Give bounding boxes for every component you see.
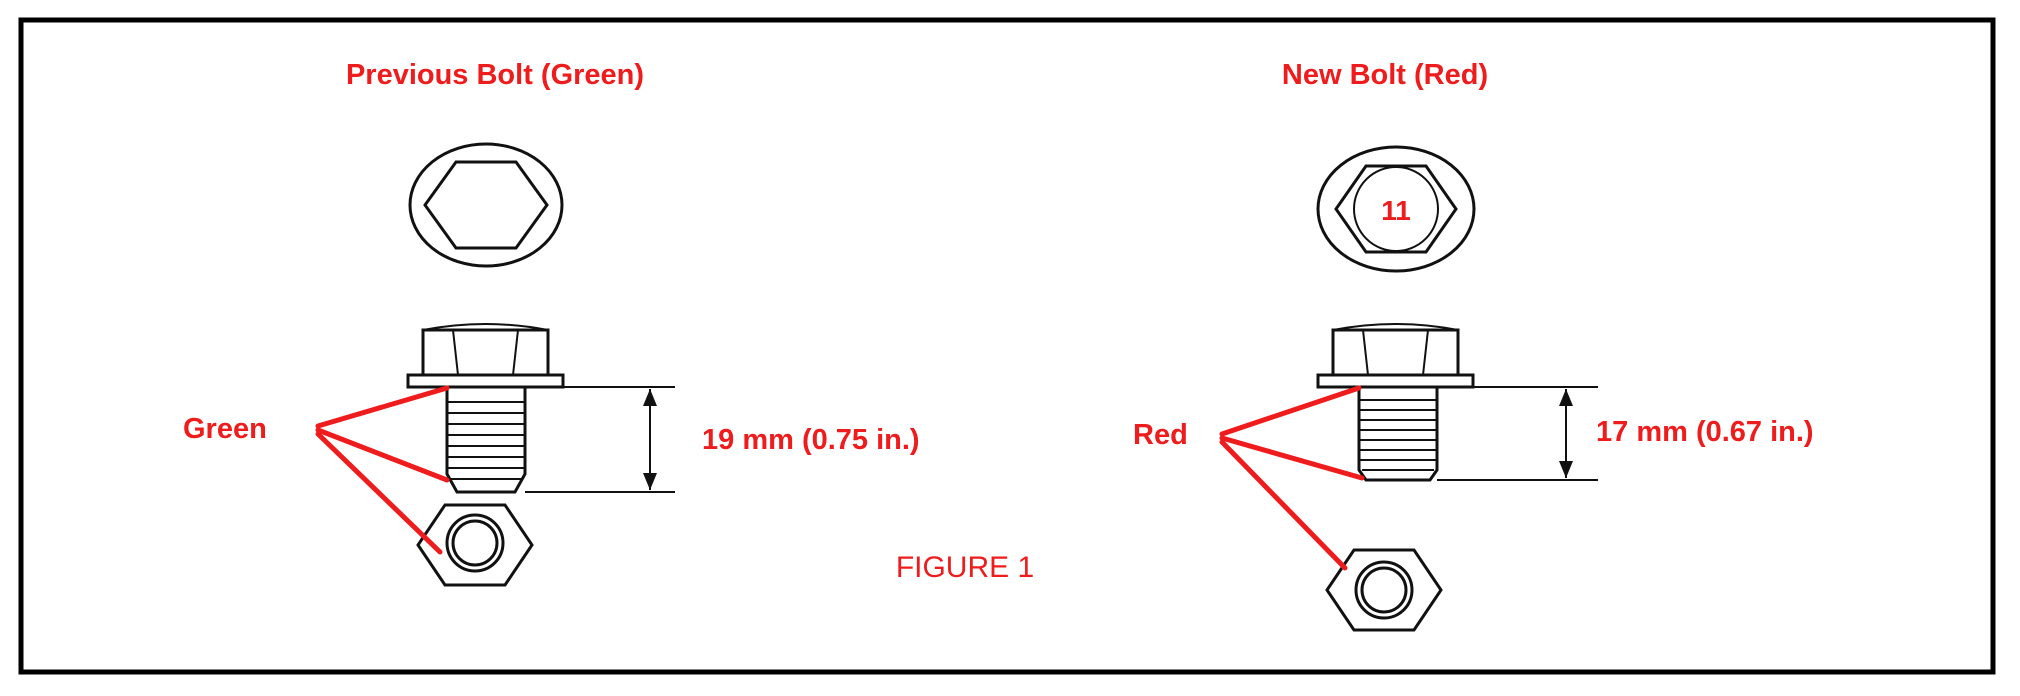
right-bolt-side-view	[1316, 323, 1475, 482]
figure-caption: FIGURE 1	[896, 551, 1034, 584]
right-bolt-threads	[1359, 399, 1437, 471]
left-bolt-threads	[447, 401, 525, 480]
left-callout-leaders	[315, 385, 450, 555]
right-title: New Bolt (Red)	[1282, 59, 1488, 91]
left-bolt-top-view	[408, 142, 564, 268]
right-nut	[1325, 548, 1443, 632]
left-nut	[416, 503, 534, 587]
right-callout-label: Red	[1133, 419, 1188, 451]
right-callout-leaders	[1219, 385, 1365, 571]
left-bolt-side-view	[406, 323, 565, 494]
right-bolt-top-view	[1316, 145, 1476, 273]
right-dimension-label: 17 mm (0.67 in.)	[1596, 416, 1814, 448]
left-dimension-label: 19 mm (0.75 in.)	[702, 424, 920, 456]
left-callout-label: Green	[183, 413, 267, 445]
right-head-marking: 11	[1381, 195, 1411, 226]
right-dimension-lines	[1437, 386, 1598, 481]
left-dimension-lines	[525, 386, 675, 493]
figure-border	[18, 17, 1996, 675]
left-title: Previous Bolt (Green)	[346, 59, 644, 91]
